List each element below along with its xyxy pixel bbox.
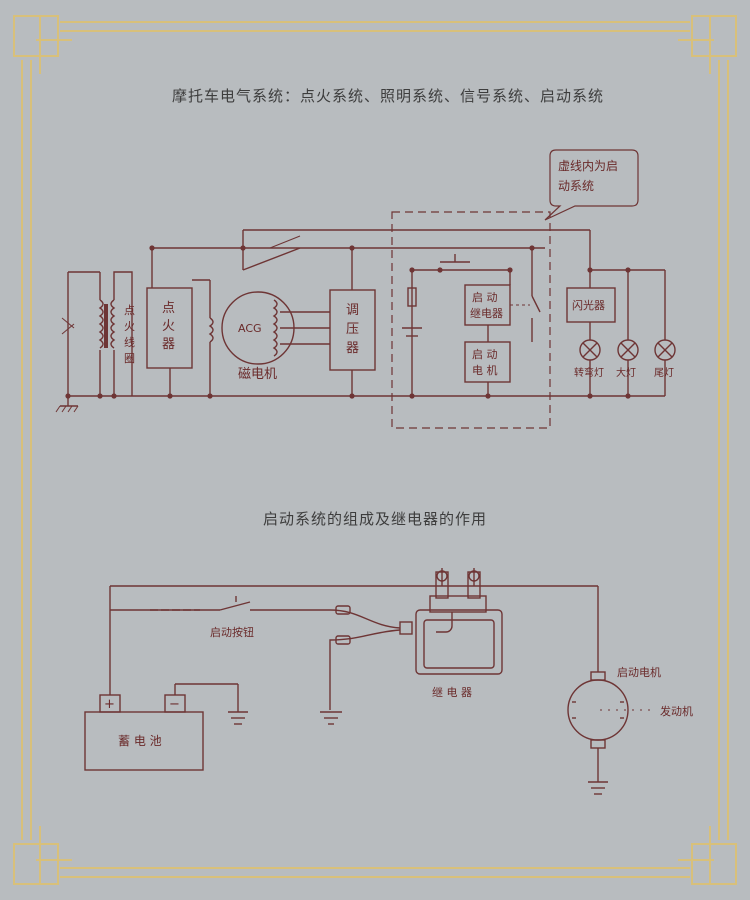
- plus-label: +: [104, 697, 115, 712]
- head-lamp-icon: [617, 339, 639, 361]
- head-lamp-label: 大灯: [616, 366, 636, 379]
- callout-bubble: 虚线内为启 动系统: [544, 149, 639, 221]
- tail-lamp-label: 尾灯: [654, 367, 674, 379]
- igniter-label-2: 火: [162, 319, 175, 334]
- relay-label: 继 电 器: [432, 686, 472, 699]
- bottom-labels: 启动按钮 继 电 器 蓄 电 池 + − 启动电机 发动机: [104, 625, 693, 748]
- coil-label-4: 圈: [124, 352, 135, 365]
- start-button-label: 启动按钮: [210, 625, 254, 639]
- engine-label: 发动机: [660, 704, 693, 718]
- igniter-label-1: 点: [162, 301, 175, 316]
- decorative-frame: [13, 15, 737, 885]
- igniter-label-3: 器: [162, 337, 175, 352]
- magneto-label: 磁电机: [238, 367, 277, 382]
- bottom-title: 启动系统的组成及继电器的作用: [263, 510, 487, 528]
- regulator-label-1: 调: [346, 303, 359, 318]
- start-motor-label: 启动电机: [617, 665, 661, 679]
- relay-icon: [399, 568, 503, 675]
- start-system-boundary: [391, 211, 551, 429]
- motor-label-2: 电 机: [472, 363, 498, 377]
- coil-core: [104, 304, 108, 348]
- callout-line1: 虚线内为启: [558, 159, 618, 173]
- turn-lamp-label: 转弯灯: [574, 366, 604, 379]
- battery-label: 蓄 电 池: [118, 734, 162, 748]
- turn-lamp-icon: [579, 339, 601, 361]
- acg-label: ACG: [238, 322, 262, 335]
- top-title: 摩托车电气系统：点火系统、照明系统、信号系统、启动系统: [172, 87, 604, 105]
- connector-lower: [335, 635, 351, 645]
- battery-plus-terminal: [99, 694, 121, 713]
- top-labels: 点 火 线 圈 点 火 器 ACG 磁电机 调 压 器 启 动 继电器 启 动 …: [124, 291, 674, 382]
- top-circuit: [55, 211, 676, 429]
- coil-label-2: 火: [124, 320, 135, 333]
- regulator-label-3: 器: [346, 341, 359, 356]
- flasher-box: [566, 287, 616, 323]
- tail-lamp-icon: [654, 339, 676, 361]
- relay-label-1: 启 动: [472, 291, 498, 304]
- coil-label-1: 点: [124, 304, 135, 317]
- callout-line2: 动系统: [558, 179, 594, 193]
- connector-upper: [335, 605, 351, 615]
- minus-label: −: [169, 697, 180, 712]
- motor-label-1: 启 动: [472, 348, 498, 361]
- flasher-label: 闪光器: [572, 298, 605, 312]
- coil-label-3: 线: [124, 335, 135, 349]
- regulator-label-2: 压: [346, 322, 359, 337]
- relay-label-2: 继电器: [470, 307, 503, 320]
- bottom-circuit: [84, 568, 650, 795]
- battery-box: [84, 711, 204, 771]
- start-motor-icon: [567, 671, 629, 749]
